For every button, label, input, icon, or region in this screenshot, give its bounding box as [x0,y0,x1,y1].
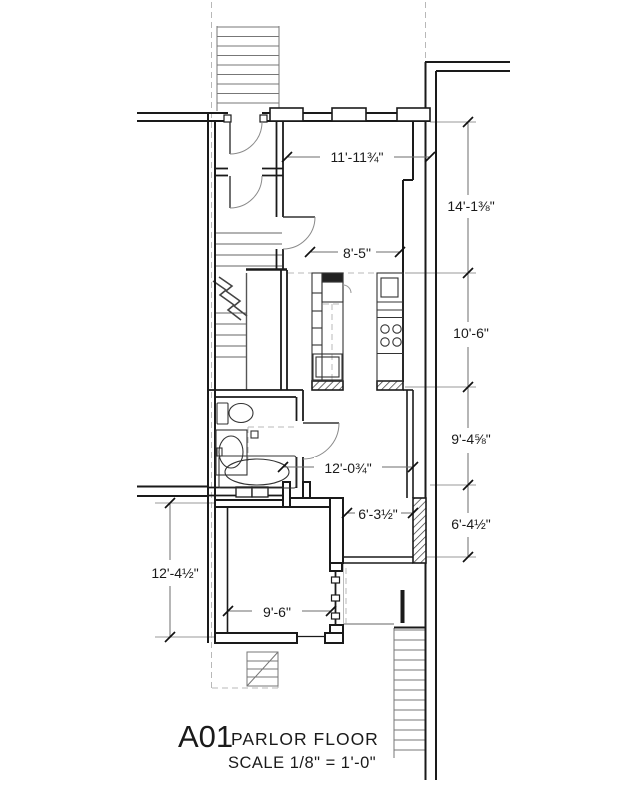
chimney-hatched [376,380,404,391]
dim-rear-room-width: 9'-6" [263,604,291,620]
dim-deck-width: 6'-3½" [358,506,398,522]
counter-end [321,272,344,283]
bathroom [215,402,297,489]
kitchen-sink [380,277,399,298]
floor-drain [250,430,259,439]
bathroom-sink [215,429,248,476]
walls [137,61,510,780]
window [331,107,367,122]
refrigerator [321,281,344,303]
bath-window [251,486,269,498]
dim-front-depth: 14'-1⅜" [447,198,494,214]
rear-room-walls [214,481,344,644]
burner [392,324,402,334]
dim-front-width: 11'-11¾" [330,149,383,165]
chimney-hatched [311,380,344,391]
kitchen [311,272,404,382]
sheet-number: A01 [178,719,233,754]
vestibule-walls [215,114,284,270]
dimension-labels: 11'-11¾" 14'-1⅜" 8'-5" 10'-6" 9'-4⅝" 12'… [146,143,502,620]
side-exterior-stairs [343,563,425,758]
burner [392,337,402,347]
vestibule-inner-door [229,175,263,209]
dishwasher-inner [315,356,340,378]
vestibule-side-door [282,216,316,250]
bathtub [218,455,297,489]
burner [380,337,390,347]
dim-deck-depth: 6'-4½" [451,516,491,532]
kitchen-west-wall [246,268,288,390]
dim-dining-width: 12'-0¾" [324,460,371,476]
bay-window [329,562,344,634]
dishwasher [312,353,343,381]
dim-hall-depth: 9'-4⅝" [451,431,491,447]
party-wall-left [207,113,216,643]
window [396,107,431,122]
bathroom-walls [208,389,304,498]
dim-kitchen-width: 8'-5" [343,245,371,261]
window [269,107,304,122]
east-interior-wall [402,121,414,498]
burner [380,324,390,334]
stair-break-line [212,276,248,321]
doors [229,121,340,460]
rear-deck-stairs [246,651,279,687]
toilet [216,402,259,439]
refrigerator-door-swing [342,284,352,294]
sheet-scale: SCALE 1/8" = 1'-0" [228,754,376,772]
kitchen-right-counter [376,272,404,382]
entry-door [229,121,263,155]
neighbor-rear-wall [137,485,208,497]
front-stoop-stairs [216,26,280,111]
dimension-ticks [164,116,474,643]
party-wall-right [424,61,510,780]
sheet-title: PARLOR FLOOR [231,729,379,749]
interior-staircase [216,232,282,390]
kitchen-left-counter [311,272,352,382]
front-windows [269,107,431,122]
title-block: A01 PARLOR FLOOR SCALE 1/8" = 1'-0" [178,719,379,772]
party-wall-hatched [412,497,427,564]
dim-kitchen-depth: 10'-6" [453,325,489,341]
bathroom-door [302,422,340,460]
stove [377,316,403,355]
hatched-walls [311,380,427,564]
dim-rear-room-depth: 12'-4½" [151,565,198,581]
